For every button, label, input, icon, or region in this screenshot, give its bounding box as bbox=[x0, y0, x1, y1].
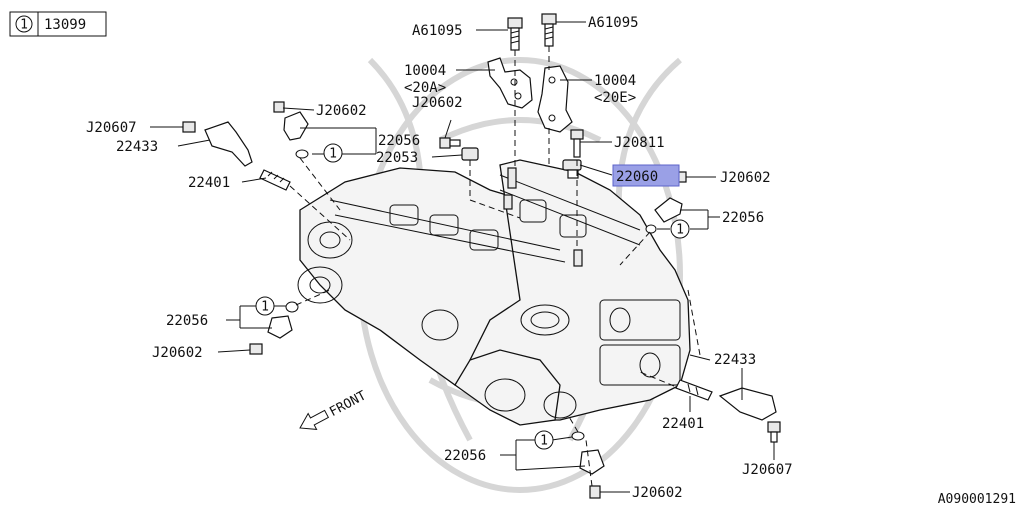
svg-text:1: 1 bbox=[329, 147, 337, 162]
label-22401-left: 22401 bbox=[188, 175, 230, 191]
sensor-22053 bbox=[461, 147, 479, 161]
sensor-22056-right bbox=[645, 197, 683, 234]
svg-text:1: 1 bbox=[676, 223, 684, 238]
bolt-a61095-left bbox=[507, 17, 523, 51]
label-a61095-right: A61095 bbox=[588, 15, 639, 31]
label-j20607-left: J20607 bbox=[86, 120, 137, 136]
label-22056-top-left: 22056 bbox=[378, 133, 420, 149]
reference-box: 1 13099 bbox=[9, 11, 107, 37]
label-j20811: J20811 bbox=[614, 135, 665, 151]
reference-code: 13099 bbox=[44, 17, 86, 33]
label-22056-left-low: 22056 bbox=[166, 313, 208, 329]
label-22060: 22060 bbox=[616, 169, 658, 185]
sensor-22056-top-left bbox=[273, 101, 309, 159]
label-j20602-mid: J20602 bbox=[412, 95, 463, 111]
label-10004-left-sub: <20A> bbox=[404, 80, 446, 96]
ignition-coil-right bbox=[718, 387, 777, 421]
callout-circle-bottom: 1 bbox=[534, 430, 554, 450]
label-10004-right-sub: <20E> bbox=[594, 90, 636, 106]
bolt-a61095-right bbox=[541, 13, 557, 47]
spark-plug-right bbox=[675, 379, 713, 401]
label-a61095-left: A61095 bbox=[412, 23, 463, 39]
label-22433-right: 22433 bbox=[714, 352, 756, 368]
label-j20602-left-low: J20602 bbox=[152, 345, 203, 361]
svg-text:1: 1 bbox=[261, 300, 269, 315]
callout-circle-top-left: 1 bbox=[323, 143, 343, 163]
callout-circle-left-low: 1 bbox=[255, 296, 275, 316]
label-22056-bottom: 22056 bbox=[444, 448, 486, 464]
label-22401-right: 22401 bbox=[662, 416, 704, 432]
diagram-code: A090001291 bbox=[938, 492, 1016, 507]
part-labels: A61095 A61095 10004 <20A> 10004 <20E> J2… bbox=[86, 15, 1016, 507]
label-10004-right: 10004 bbox=[594, 73, 636, 89]
front-arrow: FRONT bbox=[299, 388, 369, 430]
leader-lines bbox=[150, 21, 775, 493]
label-10004-left: 10004 bbox=[404, 63, 446, 79]
sensor-22056-left-low bbox=[249, 301, 299, 355]
callout-circle-right: 1 bbox=[670, 219, 690, 239]
reference-symbol: 1 bbox=[20, 18, 28, 33]
bracket-10004-left bbox=[487, 57, 533, 109]
spark-plug-left bbox=[259, 169, 291, 191]
bolt-j20602-mid bbox=[439, 137, 461, 149]
label-j20602-bottom: J20602 bbox=[632, 485, 683, 501]
label-22433-left: 22433 bbox=[116, 139, 158, 155]
sensor-22056-bottom bbox=[571, 431, 605, 499]
label-22056-right: 22056 bbox=[722, 210, 764, 226]
bolt-j20607-right bbox=[767, 421, 781, 443]
label-22053: 22053 bbox=[376, 150, 418, 166]
bolt-j20811 bbox=[570, 129, 584, 158]
label-j20602-right: J20602 bbox=[720, 170, 771, 186]
label-j20602-top-left: J20602 bbox=[316, 103, 367, 119]
highlight-22060 bbox=[612, 164, 680, 187]
front-label: FRONT bbox=[327, 388, 369, 420]
svg-text:1: 1 bbox=[540, 434, 548, 449]
engine-block bbox=[297, 159, 691, 426]
guide-lines bbox=[289, 46, 701, 487]
label-j20607-right: J20607 bbox=[742, 462, 793, 478]
ignition-coil-left bbox=[182, 121, 253, 167]
bracket-10004-right bbox=[537, 65, 573, 133]
